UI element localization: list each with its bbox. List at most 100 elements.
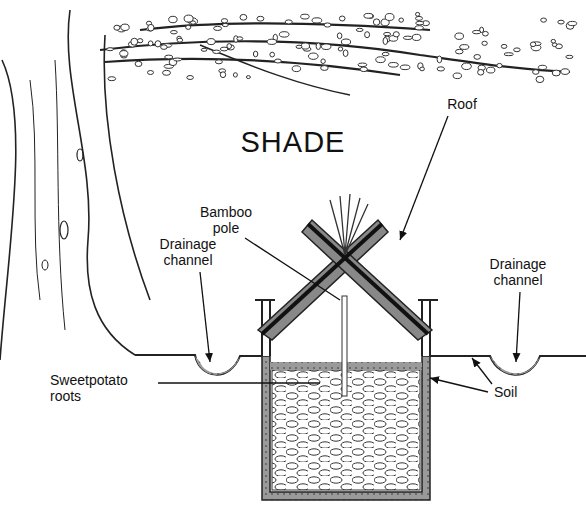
- part-label: Drainage channel: [148, 236, 228, 268]
- leaf: [360, 67, 367, 72]
- leaf: [383, 38, 388, 45]
- leaf: [437, 67, 444, 71]
- leaf: [163, 70, 171, 75]
- leaf: [201, 48, 207, 51]
- leaf: [171, 31, 178, 34]
- leaf: [270, 52, 275, 57]
- leaf: [148, 41, 153, 46]
- leaf: [177, 38, 183, 42]
- leaf: [416, 16, 423, 20]
- leaf: [437, 56, 442, 63]
- leaf: [301, 14, 310, 19]
- leaf: [384, 32, 391, 35]
- leaf: [568, 21, 577, 25]
- leaf: [400, 65, 410, 70]
- leaf: [382, 52, 389, 55]
- leaf: [191, 21, 196, 24]
- leaf: [341, 39, 350, 45]
- leaf: [214, 26, 222, 30]
- leaf: [135, 61, 142, 66]
- leaf: [169, 16, 177, 22]
- part-label: Soil: [494, 384, 544, 400]
- leaf: [215, 60, 222, 64]
- leaf: [240, 14, 247, 20]
- leaf: [186, 25, 191, 29]
- leaf: [121, 24, 129, 30]
- leaf: [227, 44, 232, 49]
- leaf: [462, 63, 472, 70]
- shade-label: SHADE: [218, 126, 368, 158]
- drainage-channel: [195, 356, 240, 375]
- leaf: [296, 45, 302, 48]
- leaf: [552, 70, 560, 76]
- leaf: [267, 39, 276, 44]
- leaf: [536, 76, 544, 82]
- leaf: [137, 39, 142, 43]
- leaf: [393, 32, 399, 37]
- tree-branches: [100, 23, 570, 95]
- leaf: [173, 58, 181, 61]
- leaf: [472, 30, 480, 33]
- tree-leaves: [107, 12, 577, 82]
- leaf: [478, 70, 484, 76]
- leaf: [120, 51, 128, 57]
- leaf: [155, 41, 161, 47]
- leaf: [275, 59, 282, 63]
- leaf: [148, 71, 154, 75]
- leaf: [376, 57, 385, 63]
- leaf: [221, 19, 227, 23]
- leaf: [501, 44, 507, 48]
- leaf: [148, 24, 154, 31]
- leaf: [220, 72, 225, 78]
- leaf: [474, 55, 481, 60]
- leaf: [253, 51, 257, 57]
- leaf: [415, 26, 423, 30]
- leaf: [161, 45, 168, 50]
- leaf: [165, 55, 173, 59]
- leaf: [213, 50, 221, 53]
- leaf: [389, 63, 399, 68]
- leaf: [279, 32, 289, 37]
- leaf: [308, 53, 318, 59]
- leaf: [322, 44, 331, 50]
- leaf: [385, 14, 394, 21]
- leaf: [456, 49, 464, 54]
- leaf: [453, 73, 461, 79]
- tree-trunk: [0, 10, 150, 360]
- leaf: [420, 67, 425, 71]
- leaf: [530, 42, 535, 47]
- leaf: [551, 39, 555, 43]
- leaf: [497, 63, 502, 67]
- leaf: [257, 16, 264, 21]
- bamboo-pole: [342, 296, 347, 396]
- leaf: [566, 55, 573, 58]
- leaf: [233, 73, 237, 77]
- leaf: [107, 48, 114, 51]
- leaf: [412, 34, 421, 40]
- leaf: [207, 39, 215, 45]
- leaf: [364, 13, 373, 18]
- leaf: [365, 32, 370, 38]
- leaf: [292, 66, 300, 72]
- leaf: [416, 21, 424, 25]
- leaf: [455, 33, 464, 39]
- leaf: [301, 43, 309, 49]
- leaf: [339, 16, 345, 21]
- leaf: [416, 12, 420, 16]
- leaf: [356, 28, 363, 31]
- leaf: [338, 47, 343, 51]
- leaf: [108, 77, 116, 81]
- leaf: [337, 33, 342, 39]
- drainage-channel: [490, 356, 540, 375]
- leaf: [321, 66, 329, 71]
- part-label: Drainage channel: [478, 256, 558, 288]
- part-label: Roof: [432, 96, 492, 112]
- leaf: [343, 50, 348, 57]
- leaf: [285, 20, 292, 24]
- leaf: [114, 25, 120, 30]
- leaf: [358, 63, 367, 67]
- leaf: [316, 43, 320, 50]
- part-label: Sweetpotato roots: [50, 372, 150, 404]
- leaf: [373, 19, 379, 25]
- leaf: [561, 69, 569, 75]
